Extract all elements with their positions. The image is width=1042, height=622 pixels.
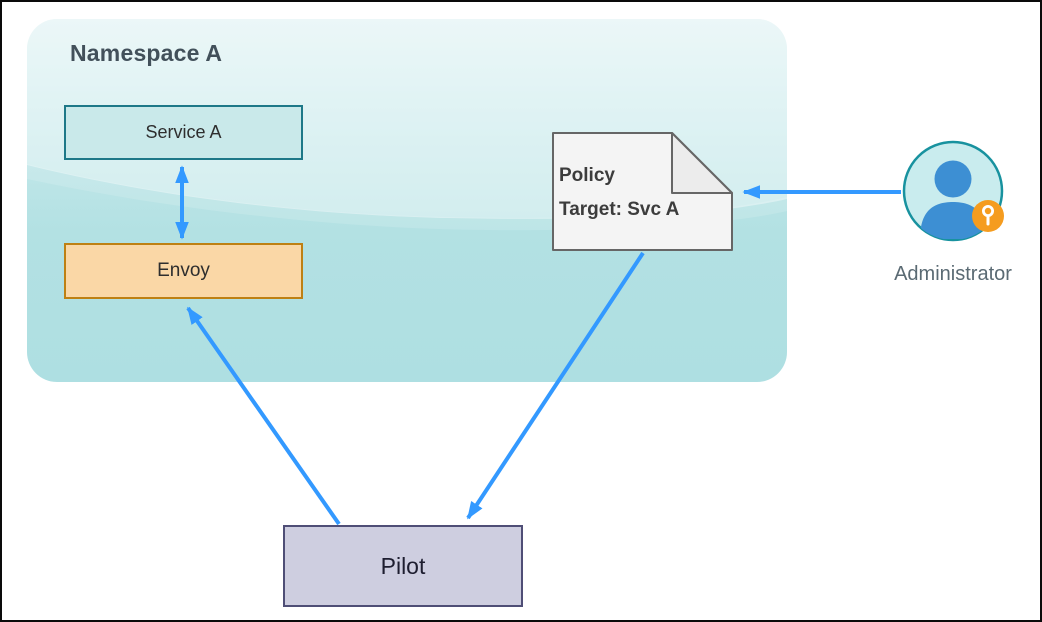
administrator-label: Administrator xyxy=(894,263,1012,285)
envoy-node: Envoy xyxy=(64,243,303,299)
namespace-title: Namespace A xyxy=(70,40,223,66)
key-badge-icon xyxy=(972,200,1004,232)
policy-target: Target: Svc A xyxy=(559,199,680,220)
service-a-node: Service A xyxy=(64,105,303,160)
policy-title: Policy xyxy=(559,165,615,186)
policy-note-shape xyxy=(552,132,733,251)
pilot-label: Pilot xyxy=(380,552,426,579)
envoy-label: Envoy xyxy=(157,260,210,281)
person-icon xyxy=(920,160,986,239)
pilot-node: Pilot xyxy=(283,525,523,607)
folded-corner-icon xyxy=(671,132,733,194)
service-a-label: Service A xyxy=(145,122,222,142)
administrator-avatar xyxy=(902,140,1004,242)
policy-note-text: Policy Target: Svc A xyxy=(559,159,729,227)
